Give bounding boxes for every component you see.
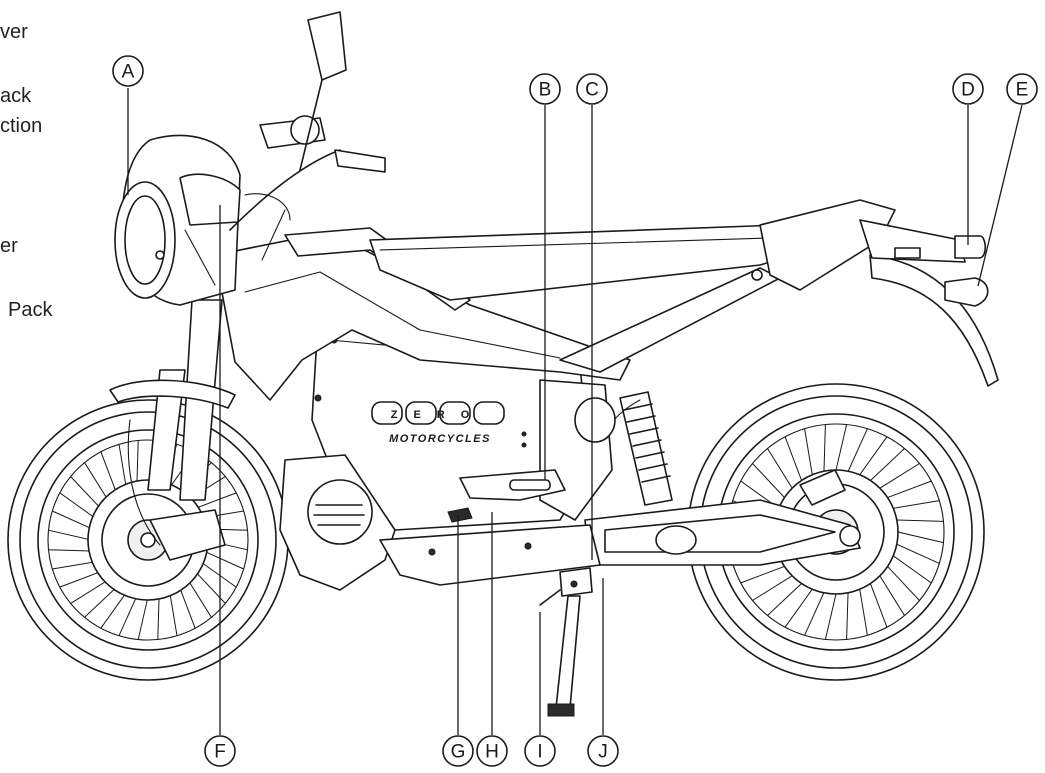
callout-d-letter: D (961, 80, 975, 101)
callout-a-letter: A (122, 62, 135, 83)
callout-e: E (1006, 73, 1038, 105)
callout-f-letter: F (214, 742, 226, 763)
front-fender (109, 379, 236, 409)
leader-lines (127, 88, 1023, 735)
frame-and-battery (214, 227, 781, 591)
motor-cover (307, 479, 373, 545)
left-label-fragment: ction (0, 115, 43, 137)
tail-section (759, 199, 989, 307)
left-label-fragment: ack (0, 85, 32, 107)
callout-g: G (442, 735, 474, 767)
front-brake-caliper (149, 509, 226, 561)
rear-brake-caliper (799, 469, 846, 506)
rear-fender (869, 254, 999, 387)
callout-j: J (587, 735, 619, 767)
headlight (114, 181, 176, 299)
mirror (307, 11, 347, 81)
rear-shock (599, 391, 673, 506)
zero-logo: ZERO MOTORCYCLES (371, 401, 527, 448)
callout-c-letter: C (585, 80, 599, 101)
front-forks (109, 299, 236, 546)
callout-c: C (576, 73, 608, 105)
callout-g-letter: G (451, 742, 466, 763)
front-wheel (7, 399, 289, 681)
callout-h-letter: H (485, 742, 499, 763)
rear-turn-signal (944, 277, 989, 307)
callout-i: I (524, 735, 556, 767)
callout-b-letter: B (539, 80, 552, 101)
callout-f: F (204, 735, 236, 767)
callout-e-letter: E (1016, 80, 1029, 101)
callout-i-letter: I (537, 742, 542, 763)
left-label-fragment: ver (0, 21, 28, 43)
left-label-fragment: Pack (8, 299, 53, 321)
kickstand (539, 567, 593, 717)
headlight-assembly (114, 134, 241, 306)
callout-h: H (476, 735, 508, 767)
callout-d: D (952, 73, 984, 105)
callout-a: A (112, 55, 144, 87)
tail-light (954, 235, 987, 259)
handlebars (229, 11, 386, 261)
callout-j-letter: J (598, 742, 608, 763)
left-label-fragment: er (0, 235, 18, 257)
logo-subtitle-text: MOTORCYCLES (389, 433, 491, 445)
logo-brand-text: ZERO (391, 409, 486, 421)
foot-peg (447, 507, 473, 523)
callout-b: B (529, 73, 561, 105)
